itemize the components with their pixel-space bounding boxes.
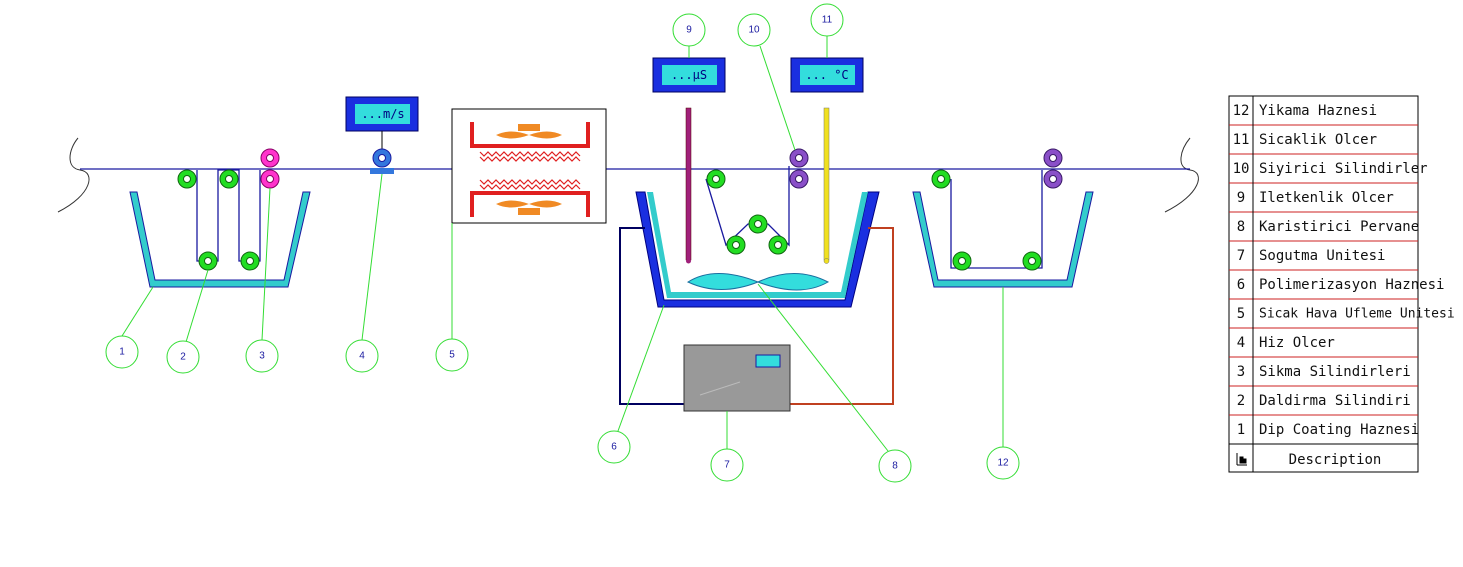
- svg-text:Yikama Haznesi: Yikama Haznesi: [1259, 103, 1377, 119]
- temperature-probe: [824, 108, 829, 260]
- legend-header-label: Description: [1289, 452, 1382, 468]
- svg-text:Siyirici Silindirler: Siyirici Silindirler: [1259, 161, 1428, 177]
- svg-text:8: 8: [892, 461, 898, 472]
- leader-lines: [122, 36, 1003, 451]
- cooling-loop-right: [790, 228, 893, 404]
- callouts: 1 2 3 4 5 6 7 8 9 10 11 12: [106, 4, 1019, 482]
- magenta-roller: [261, 149, 279, 167]
- svg-text:1: 1: [119, 347, 125, 358]
- svg-text:4: 4: [1237, 335, 1245, 351]
- legend-row: 3 Sikma Silindirleri: [1237, 364, 1411, 380]
- green-roller: [220, 170, 238, 188]
- svg-text:Sicak Hava Ufleme Unitesi: Sicak Hava Ufleme Unitesi: [1259, 307, 1455, 322]
- legend-row: 9 Iletkenlik Olcer: [1237, 190, 1394, 206]
- svg-text:9: 9: [1237, 190, 1245, 206]
- wash-tank: [913, 192, 1093, 287]
- green-roller: [932, 170, 950, 188]
- green-roller: [727, 236, 745, 254]
- svg-text:5: 5: [449, 350, 455, 361]
- green-roller: [953, 252, 971, 270]
- purple-roller: [1044, 170, 1062, 188]
- callout-6: 6: [598, 431, 630, 463]
- temperature-display-text: ... °C: [805, 68, 848, 82]
- svg-text:7: 7: [1237, 248, 1245, 264]
- svg-text:6: 6: [611, 442, 617, 453]
- svg-text:Hiz Olcer: Hiz Olcer: [1259, 335, 1335, 351]
- purple-roller: [790, 170, 808, 188]
- svg-text:1: 1: [1237, 422, 1245, 438]
- stirrer-propeller: [688, 274, 828, 291]
- callout-11: 11: [811, 4, 843, 36]
- conductivity-display-text: ...µS: [671, 68, 707, 82]
- svg-text:Dip Coating Haznesi: Dip Coating Haznesi: [1259, 422, 1419, 438]
- legend-row: 2 Daldirma Silindiri: [1237, 393, 1411, 409]
- legend-row: 1 Dip Coating Haznesi: [1237, 422, 1419, 438]
- legend-row: 6 Polimerizasyon Haznesi: [1237, 277, 1445, 293]
- svg-text:11: 11: [1233, 132, 1250, 148]
- hot-air-blower: [452, 109, 606, 223]
- purple-roller: [1044, 149, 1062, 167]
- conductivity-probe: [686, 108, 691, 260]
- svg-text:Sicaklik Olcer: Sicaklik Olcer: [1259, 132, 1377, 148]
- dip-coating-tank: [130, 192, 310, 287]
- legend-table: 12 Yikama Haznesi 11 Sicaklik Olcer 10 S…: [1229, 96, 1455, 472]
- callout-4: 4: [346, 340, 378, 372]
- svg-text:6: 6: [1237, 277, 1245, 293]
- green-roller: [769, 236, 787, 254]
- svg-text:12: 12: [1233, 103, 1250, 119]
- svg-text:2: 2: [180, 352, 186, 363]
- green-roller: [178, 170, 196, 188]
- legend-row: 10 Siyirici Silindirler: [1233, 161, 1428, 177]
- svg-text:12: 12: [997, 458, 1009, 469]
- speed-display-text: ...m/s: [361, 107, 404, 121]
- svg-text:3: 3: [1237, 364, 1245, 380]
- svg-text:2: 2: [1237, 393, 1245, 409]
- green-roller: [199, 252, 217, 270]
- svg-text:Sikma Silindirleri: Sikma Silindirleri: [1259, 364, 1411, 380]
- fiber-line: [58, 138, 1198, 268]
- svg-text:4: 4: [359, 351, 365, 362]
- svg-text:Polimerizasyon Haznesi: Polimerizasyon Haznesi: [1259, 277, 1444, 293]
- purple-roller: [790, 149, 808, 167]
- fiber-break-right: [1165, 138, 1198, 212]
- conductivity-meter: ...µS: [653, 58, 725, 264]
- svg-text:Iletkenlik Olcer: Iletkenlik Olcer: [1259, 190, 1394, 206]
- callout-12: 12: [987, 447, 1019, 479]
- svg-text:Sogutma Unitesi: Sogutma Unitesi: [1259, 248, 1385, 264]
- svg-text:8: 8: [1237, 219, 1245, 235]
- callout-3: 3: [246, 340, 278, 372]
- green-roller: [241, 252, 259, 270]
- svg-text:10: 10: [748, 25, 760, 36]
- callout-2: 2: [167, 341, 199, 373]
- callout-8: 8: [879, 450, 911, 482]
- svg-text:Karistirici Pervane: Karistirici Pervane: [1259, 219, 1419, 235]
- speed-meter: ...m/s: [346, 97, 418, 174]
- magenta-roller: [261, 170, 279, 188]
- green-roller: [749, 215, 767, 233]
- legend-row: 8 Karistirici Pervane: [1237, 219, 1419, 235]
- svg-text:11: 11: [822, 15, 833, 26]
- callout-5: 5: [436, 339, 468, 371]
- svg-text:10: 10: [1233, 161, 1250, 177]
- svg-text:3: 3: [259, 351, 265, 362]
- svg-text:7: 7: [724, 460, 730, 471]
- svg-text:9: 9: [686, 25, 692, 36]
- callout-10: 10: [738, 14, 770, 46]
- cooling-unit: [684, 345, 790, 411]
- svg-text:5: 5: [1237, 306, 1245, 322]
- callout-1: 1: [106, 336, 138, 368]
- green-roller: [707, 170, 725, 188]
- fiber-break-left: [58, 138, 89, 212]
- legend-row: 5 Sicak Hava Ufleme Unitesi: [1237, 306, 1455, 322]
- callout-9: 9: [673, 14, 705, 46]
- green-roller: [1023, 252, 1041, 270]
- svg-text:Daldirma Silindiri: Daldirma Silindiri: [1259, 393, 1411, 409]
- callout-7: 7: [711, 449, 743, 481]
- legend-row: 7 Sogutma Unitesi: [1237, 248, 1386, 264]
